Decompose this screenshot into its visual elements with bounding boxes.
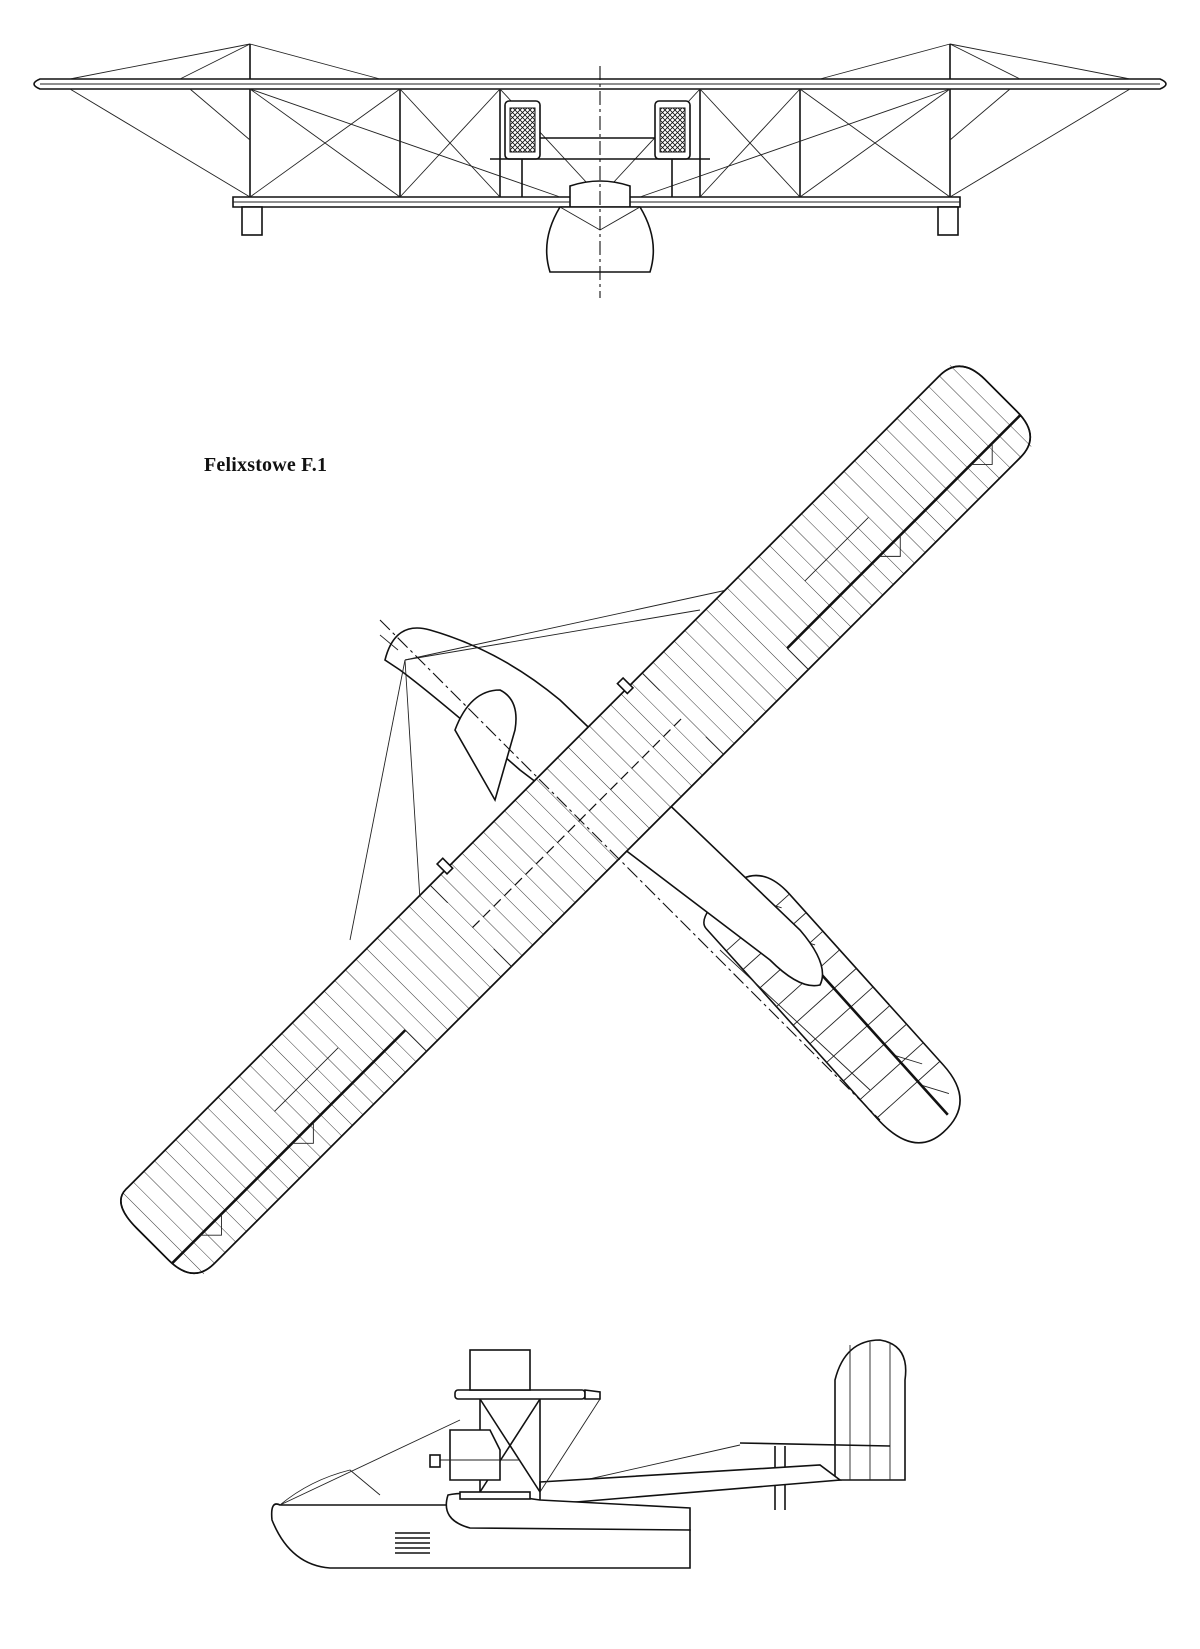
cockpit-opening bbox=[454, 689, 517, 803]
tailplane-side bbox=[739, 1442, 891, 1447]
bracing-wires bbox=[69, 43, 1131, 198]
hull-vents bbox=[395, 1532, 430, 1554]
upper-wing bbox=[33, 78, 1167, 90]
plan-bracing-wires bbox=[349, 584, 751, 941]
engine-side bbox=[449, 1429, 501, 1481]
port-wingtip-float bbox=[241, 206, 263, 236]
starboard-aileron-hinge bbox=[786, 414, 1022, 650]
hull-front bbox=[545, 206, 655, 273]
front-view bbox=[33, 43, 1167, 298]
side-view bbox=[270, 1339, 907, 1569]
plan-centerline bbox=[379, 619, 881, 1121]
upper-wing-side bbox=[454, 1389, 586, 1400]
interplane-struts bbox=[249, 89, 951, 197]
starboard-engine bbox=[654, 100, 691, 197]
starboard-wingtip-float bbox=[937, 206, 959, 236]
plan-view bbox=[118, 361, 1035, 1278]
main-wing-plan bbox=[118, 361, 1035, 1278]
radiator bbox=[469, 1349, 531, 1391]
lower-wing-side bbox=[459, 1491, 531, 1500]
drawing-title: Felixstowe F.1 bbox=[204, 454, 328, 476]
rear-fuselage bbox=[539, 1464, 843, 1506]
lower-wing bbox=[232, 196, 961, 208]
port-aileron-hinge bbox=[171, 1029, 407, 1265]
port-engine bbox=[504, 100, 541, 197]
